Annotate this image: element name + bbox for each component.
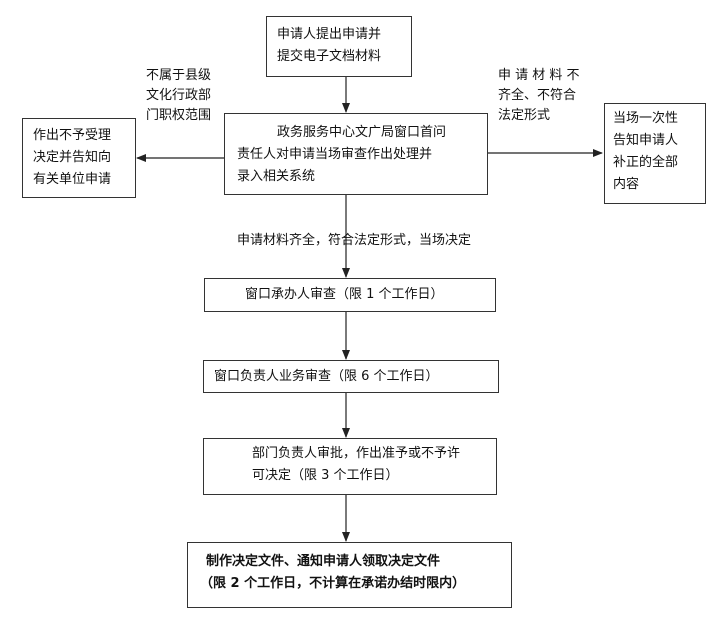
node-review-line-2: 责任人对申请当场审查作出处理并 xyxy=(237,147,433,162)
node-review-line-1: 政务服务中心文广局窗口首问 xyxy=(277,125,447,140)
node-step3-line-2: 可决定（限 3 个工作日） xyxy=(252,468,399,483)
node-review: 政务服务中心文广局窗口首问 责任人对申请当场审查作出处理并 录入相关系统 xyxy=(224,113,488,195)
node-final: 制作决定文件、通知申请人领取决定文件 （限 2 个工作日，不计算在承诺办结时限内… xyxy=(187,542,512,608)
node-inform-line-3: 补正的全部 xyxy=(613,155,679,170)
node-review-line-3: 录入相关系统 xyxy=(237,169,316,184)
node-step2-text: 窗口负责人业务审查（限 6 个工作日） xyxy=(214,369,439,384)
node-final-line-1: 制作决定文件、通知申请人领取决定文件 xyxy=(206,554,441,569)
label-incomplete-line-1: 申 请 材 料 不 xyxy=(498,68,580,83)
node-step3: 部门负责人审批，作出准予或不予许 可决定（限 3 个工作日） xyxy=(203,438,497,495)
node-apply: 申请人提出申请并 提交电子文档材料 xyxy=(266,16,412,77)
node-step1: 窗口承办人审查（限 1 个工作日） xyxy=(204,278,496,312)
node-inform: 当场一次性 告知申请人 补正的全部 内容 xyxy=(604,103,706,204)
node-final-line-2: （限 2 个工作日，不计算在承诺办结时限内） xyxy=(200,576,466,591)
node-reject-line-3: 有关单位申请 xyxy=(33,172,112,187)
node-step3-line-1: 部门负责人审批，作出准予或不予许 xyxy=(252,446,461,461)
node-apply-line-2: 提交电子文档材料 xyxy=(277,49,382,64)
label-incomplete: 申 请 材 料 不 齐全、不符合 法定形式 xyxy=(498,66,590,126)
label-incomplete-line-2: 齐全、不符合 xyxy=(498,88,577,103)
node-reject: 作出不予受理 决定并告知向 有关单位申请 xyxy=(22,118,136,198)
node-inform-line-4: 内容 xyxy=(613,177,640,192)
label-not-in-scope: 不属于县级 文化行政部 门职权范围 xyxy=(146,66,228,126)
node-reject-line-2: 决定并告知向 xyxy=(33,150,112,165)
node-reject-line-1: 作出不予受理 xyxy=(33,128,112,143)
node-step2: 窗口负责人业务审查（限 6 个工作日） xyxy=(203,360,499,393)
label-not-in-scope-line-3: 门职权范围 xyxy=(146,108,212,123)
label-incomplete-line-3: 法定形式 xyxy=(498,108,551,123)
label-complete-text: 申请材料齐全，符合法定形式，当场决定 xyxy=(237,233,472,248)
node-inform-line-1: 当场一次性 xyxy=(613,111,679,126)
node-apply-line-1: 申请人提出申请并 xyxy=(277,27,382,42)
node-inform-line-2: 告知申请人 xyxy=(613,133,679,148)
node-step1-text: 窗口承办人审查（限 1 个工作日） xyxy=(245,287,444,302)
label-not-in-scope-line-1: 不属于县级 xyxy=(146,68,212,83)
label-complete: 申请材料齐全，符合法定形式，当场决定 xyxy=(237,231,471,251)
label-not-in-scope-line-2: 文化行政部 xyxy=(146,88,212,103)
